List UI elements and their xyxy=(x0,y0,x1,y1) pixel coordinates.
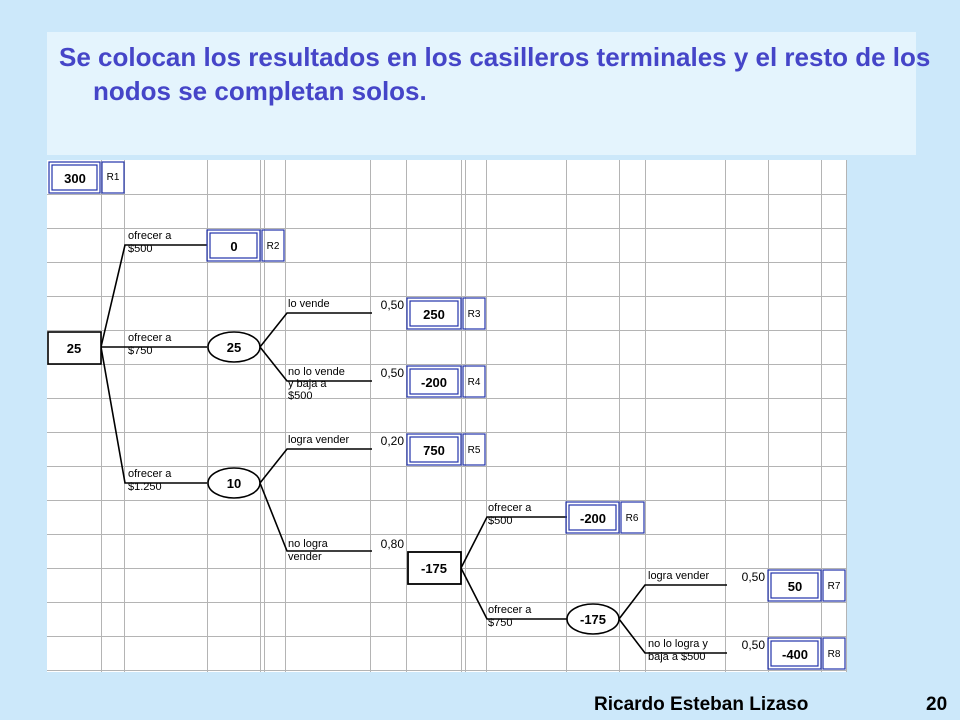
terminal-r4: -200 R4 xyxy=(406,365,486,398)
probability-2: 0,50 xyxy=(381,366,405,380)
root-decision-node: 25 xyxy=(47,331,102,365)
branch-label-offer-750-b: ofrecer a$750 xyxy=(488,604,532,629)
page-number: 20 xyxy=(926,694,948,715)
tree-lines xyxy=(100,244,727,654)
top-value: 300 xyxy=(64,171,86,186)
chance-node-1250-value: 10 xyxy=(227,476,241,491)
author-name: Ricardo Esteban Lizaso xyxy=(594,694,809,715)
terminal-r4-value: -200 xyxy=(421,375,447,390)
terminal-r2-value: 0 xyxy=(230,239,237,254)
branch-label-offer-750: ofrecer a$750 xyxy=(128,332,172,357)
branch-label-sells: lo vende xyxy=(288,298,330,310)
probability-4: 0,80 xyxy=(381,537,405,551)
terminal-r6: -200 R6 xyxy=(565,501,645,534)
decision-tree-sheet: ofrecer a$500 ofrecer a$750 ofrecer a$1.… xyxy=(47,160,847,672)
chance-node-1250: 10 xyxy=(207,467,261,499)
terminal-r2: 0 R2 xyxy=(206,229,285,262)
terminal-r2-ref: R2 xyxy=(267,241,280,252)
root-value: 25 xyxy=(67,341,81,356)
probability-5: 0,50 xyxy=(742,570,766,584)
probability-6: 0,50 xyxy=(742,638,766,652)
branch-label-offer-500: ofrecer a$500 xyxy=(128,230,172,255)
terminal-r7-ref: R7 xyxy=(828,581,841,592)
terminal-r4-ref: R4 xyxy=(468,377,481,388)
terminal-r3-ref: R3 xyxy=(468,309,481,320)
terminal-r5-value: 750 xyxy=(423,443,445,458)
branch-label-offer-500-b: ofrecer a$500 xyxy=(488,502,532,527)
branch-label-offer-1250: ofrecer a$1.250 xyxy=(128,468,172,493)
terminal-r7: 50 R7 xyxy=(767,569,846,602)
branch-labels: ofrecer a$500 ofrecer a$750 ofrecer a$1.… xyxy=(128,230,709,663)
probability-3: 0,20 xyxy=(381,434,405,448)
slide-title: Se colocan los resultados en los casille… xyxy=(59,42,931,106)
chance-node-750: 25 xyxy=(207,331,261,363)
terminal-r3-value: 250 xyxy=(423,307,445,322)
terminal-cells: 0 R2 250 R3 -200 R4 750 R5 - xyxy=(206,229,846,670)
terminal-r7-value: 50 xyxy=(788,579,802,594)
branch-label-achieves-sell: logra vender xyxy=(288,434,349,446)
probability-1: 0,50 xyxy=(381,298,405,312)
decision-node-2: -175 xyxy=(407,551,462,585)
decision-node-2-value: -175 xyxy=(421,561,447,576)
terminal-r8-ref: R8 xyxy=(828,649,841,660)
terminal-r5-ref: R5 xyxy=(468,445,481,456)
terminal-r6-ref: R6 xyxy=(626,513,639,524)
terminal-r6-value: -200 xyxy=(580,511,606,526)
terminal-r8: -400 R8 xyxy=(767,637,846,670)
chance-node-750-b: -175 xyxy=(566,603,620,635)
probabilities: 0,50 0,50 0,20 0,80 0,50 0,50 xyxy=(381,298,766,652)
terminal-r8-value: -400 xyxy=(782,647,808,662)
branch-label-achieves-sell-b: logra vender xyxy=(648,570,709,582)
terminal-r3: 250 R3 xyxy=(406,297,486,330)
chance-node-750-value: 25 xyxy=(227,340,241,355)
terminal-r5: 750 R5 xyxy=(406,433,486,466)
chance-node-750-b-value: -175 xyxy=(580,612,606,627)
top-value-cell: 300 R1 xyxy=(48,161,125,194)
top-ref: R1 xyxy=(107,172,120,183)
title-box: Se colocan los resultados en los casille… xyxy=(47,32,930,155)
